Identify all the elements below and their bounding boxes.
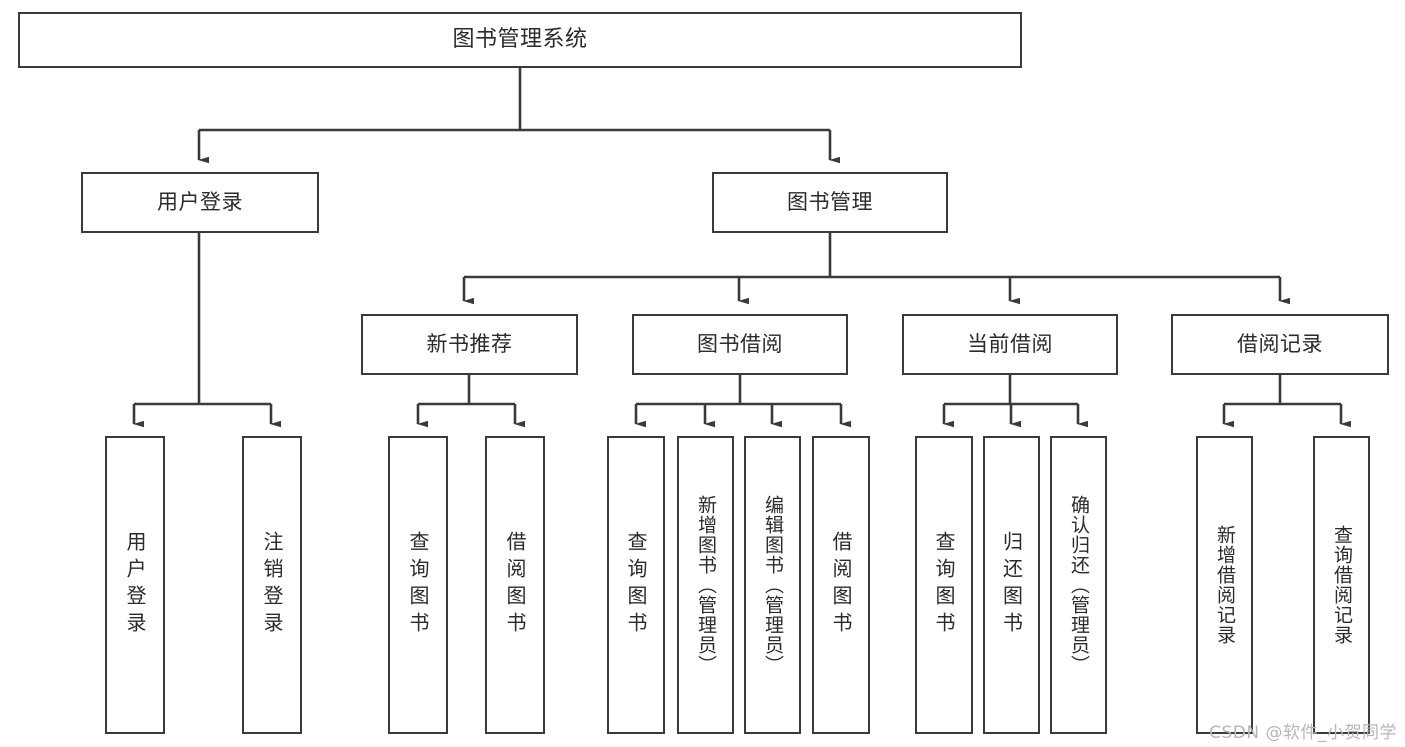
- leaf-recommend-query-book[interactable]: 查询图书: [388, 436, 448, 734]
- node-label: 编辑图书（管理员）: [762, 495, 784, 675]
- node-label: 借阅图书: [829, 531, 853, 639]
- csdn-watermark: CSDN @软件_小贺同学: [1209, 723, 1397, 743]
- leaf-borrow-query-book[interactable]: 查询图书: [607, 436, 665, 734]
- node-label: 查询图书: [624, 531, 648, 639]
- node-book-manage[interactable]: 图书管理: [712, 172, 948, 233]
- node-book-borrow[interactable]: 图书借阅: [632, 314, 848, 375]
- node-label: 查询借阅记录: [1331, 525, 1353, 645]
- node-borrow-record[interactable]: 借阅记录: [1171, 314, 1389, 375]
- node-label: 查询图书: [932, 531, 956, 639]
- leaf-user-logout[interactable]: 注销登录: [242, 436, 302, 734]
- node-new-book-recommend[interactable]: 新书推荐: [361, 314, 578, 375]
- node-label: 新增借阅记录: [1214, 525, 1236, 645]
- leaf-record-add[interactable]: 新增借阅记录: [1196, 436, 1253, 734]
- leaf-borrow-edit-book[interactable]: 编辑图书（管理员）: [744, 436, 801, 734]
- node-label: 注销登录: [260, 531, 284, 639]
- node-label: 当前借阅: [967, 332, 1053, 357]
- node-label: 借阅图书: [503, 531, 527, 639]
- leaf-recommend-borrow-book[interactable]: 借阅图书: [485, 436, 545, 734]
- leaf-borrow-borrow-book[interactable]: 借阅图书: [812, 436, 870, 734]
- node-label: 用户登录: [157, 190, 243, 215]
- leaf-borrow-add-book[interactable]: 新增图书（管理员）: [677, 436, 734, 734]
- node-label: 查询图书: [406, 531, 430, 639]
- node-system-root[interactable]: 图书管理系统: [18, 12, 1022, 68]
- leaf-current-confirm-return[interactable]: 确认归还（管理员）: [1050, 436, 1107, 734]
- node-label: 图书管理系统: [452, 27, 588, 53]
- node-label: 用户登录: [123, 531, 147, 639]
- node-user-login[interactable]: 用户登录: [81, 172, 319, 233]
- leaf-user-login[interactable]: 用户登录: [105, 436, 165, 734]
- node-label: 图书借阅: [697, 332, 783, 357]
- leaf-current-return-book[interactable]: 归还图书: [983, 436, 1040, 734]
- leaf-current-query-book[interactable]: 查询图书: [915, 436, 973, 734]
- node-label: 借阅记录: [1237, 332, 1323, 357]
- node-label: 确认归还（管理员）: [1068, 495, 1090, 675]
- node-label: 图书管理: [787, 190, 873, 215]
- leaf-record-query[interactable]: 查询借阅记录: [1313, 436, 1370, 734]
- node-label: 新书推荐: [426, 332, 513, 357]
- node-current-borrow[interactable]: 当前借阅: [902, 314, 1118, 375]
- node-label: 归还图书: [999, 531, 1024, 639]
- node-label: 新增图书（管理员）: [695, 495, 717, 675]
